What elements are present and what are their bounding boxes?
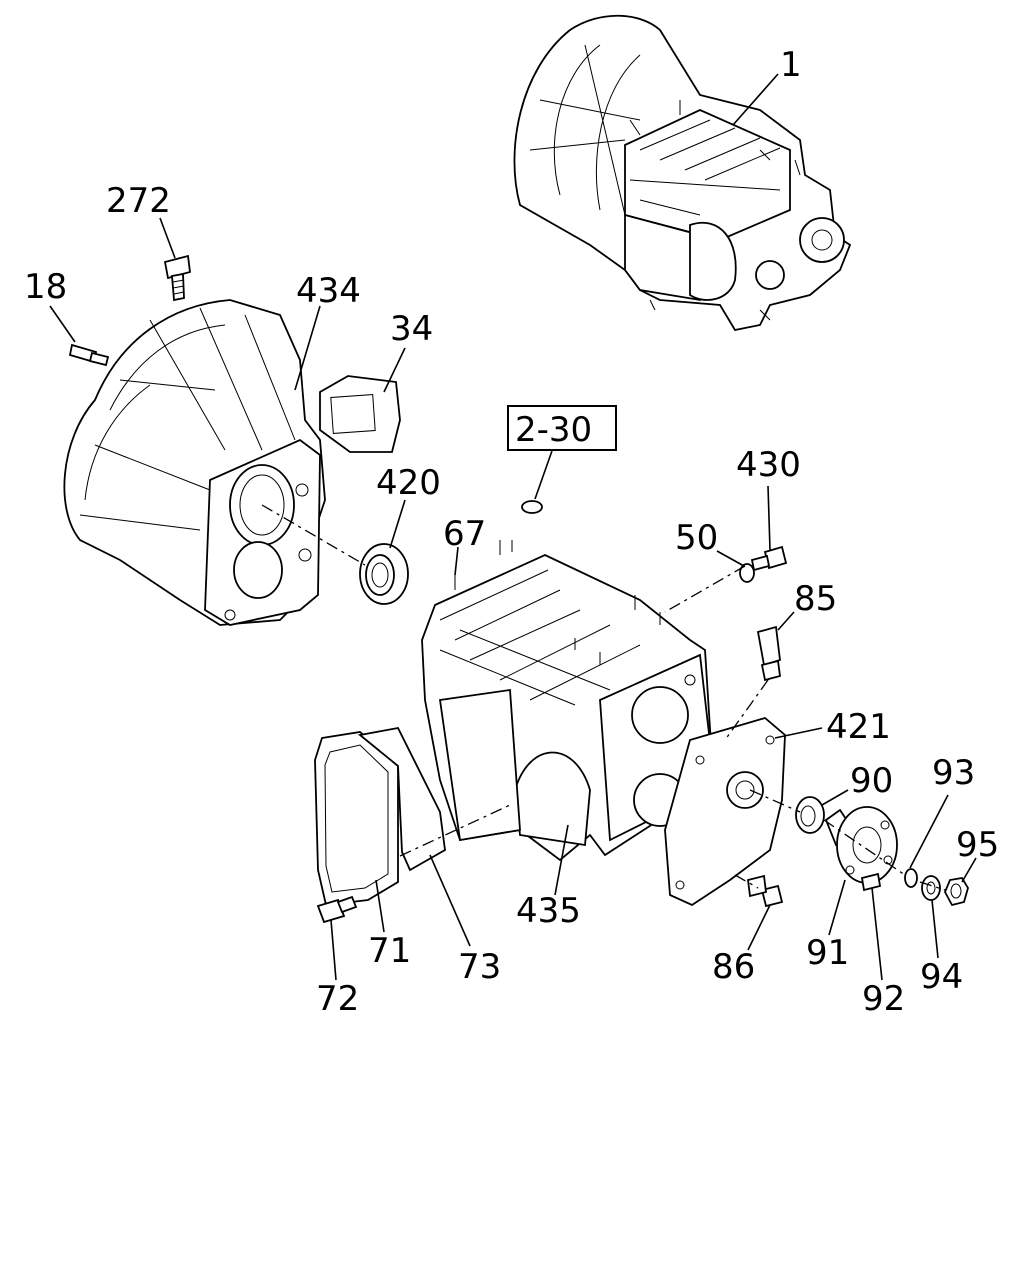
transmission-case <box>421 540 713 862</box>
callout-420: 420 <box>376 463 441 503</box>
callout-94: 94 <box>920 957 963 997</box>
callout-90: 90 <box>850 761 893 801</box>
callout-73: 73 <box>458 947 501 987</box>
callout-labels: 1 272 18 434 34 420 2-30 67 50 430 85 42… <box>24 45 999 1019</box>
oil-seal-420 <box>359 543 409 605</box>
callout-50: 50 <box>675 518 718 558</box>
bolt-72 <box>316 895 358 924</box>
nut-95 <box>944 877 969 907</box>
rear-cover-421 <box>664 716 786 907</box>
cover-plate-71 <box>314 731 399 906</box>
callout-95: 95 <box>956 825 999 865</box>
o-ring-93 <box>904 868 918 888</box>
callout-92: 92 <box>862 979 905 1019</box>
washer-50 <box>739 563 755 583</box>
callout-430: 430 <box>736 445 801 485</box>
callout-434: 434 <box>296 271 361 311</box>
callout-85: 85 <box>794 579 837 619</box>
bolt-272 <box>163 254 191 302</box>
callout-1: 1 <box>780 45 802 85</box>
callout-71: 71 <box>368 931 411 971</box>
callout-34: 34 <box>390 309 433 349</box>
reference-box <box>507 405 617 451</box>
gasket-73 <box>357 726 446 872</box>
oil-seal-90 <box>795 796 825 834</box>
callout-93: 93 <box>932 753 975 793</box>
transmission-assembly <box>513 14 852 332</box>
callout-421: 421 <box>826 707 891 747</box>
callout-272: 272 <box>106 181 171 221</box>
callout-86: 86 <box>712 947 755 987</box>
assembly-lines <box>261 504 946 891</box>
callout-2-30: 2-30 <box>515 410 592 450</box>
clutch-housing <box>63 299 326 626</box>
callout-72: 72 <box>316 979 359 1019</box>
switch-85 <box>756 625 781 682</box>
callout-91: 91 <box>806 933 849 973</box>
bolt-92 <box>860 872 882 892</box>
callout-67: 67 <box>443 514 486 554</box>
callout-435: 435 <box>516 891 581 931</box>
leader-lines <box>49 73 977 981</box>
bolt-430 <box>750 545 788 572</box>
stud-18 <box>68 343 110 367</box>
plug-2-30 <box>521 500 543 514</box>
boot-34 <box>319 375 401 453</box>
flange-91 <box>824 806 898 884</box>
callout-18: 18 <box>24 267 67 307</box>
bolt-86 <box>747 874 784 908</box>
washer-94 <box>921 875 941 901</box>
